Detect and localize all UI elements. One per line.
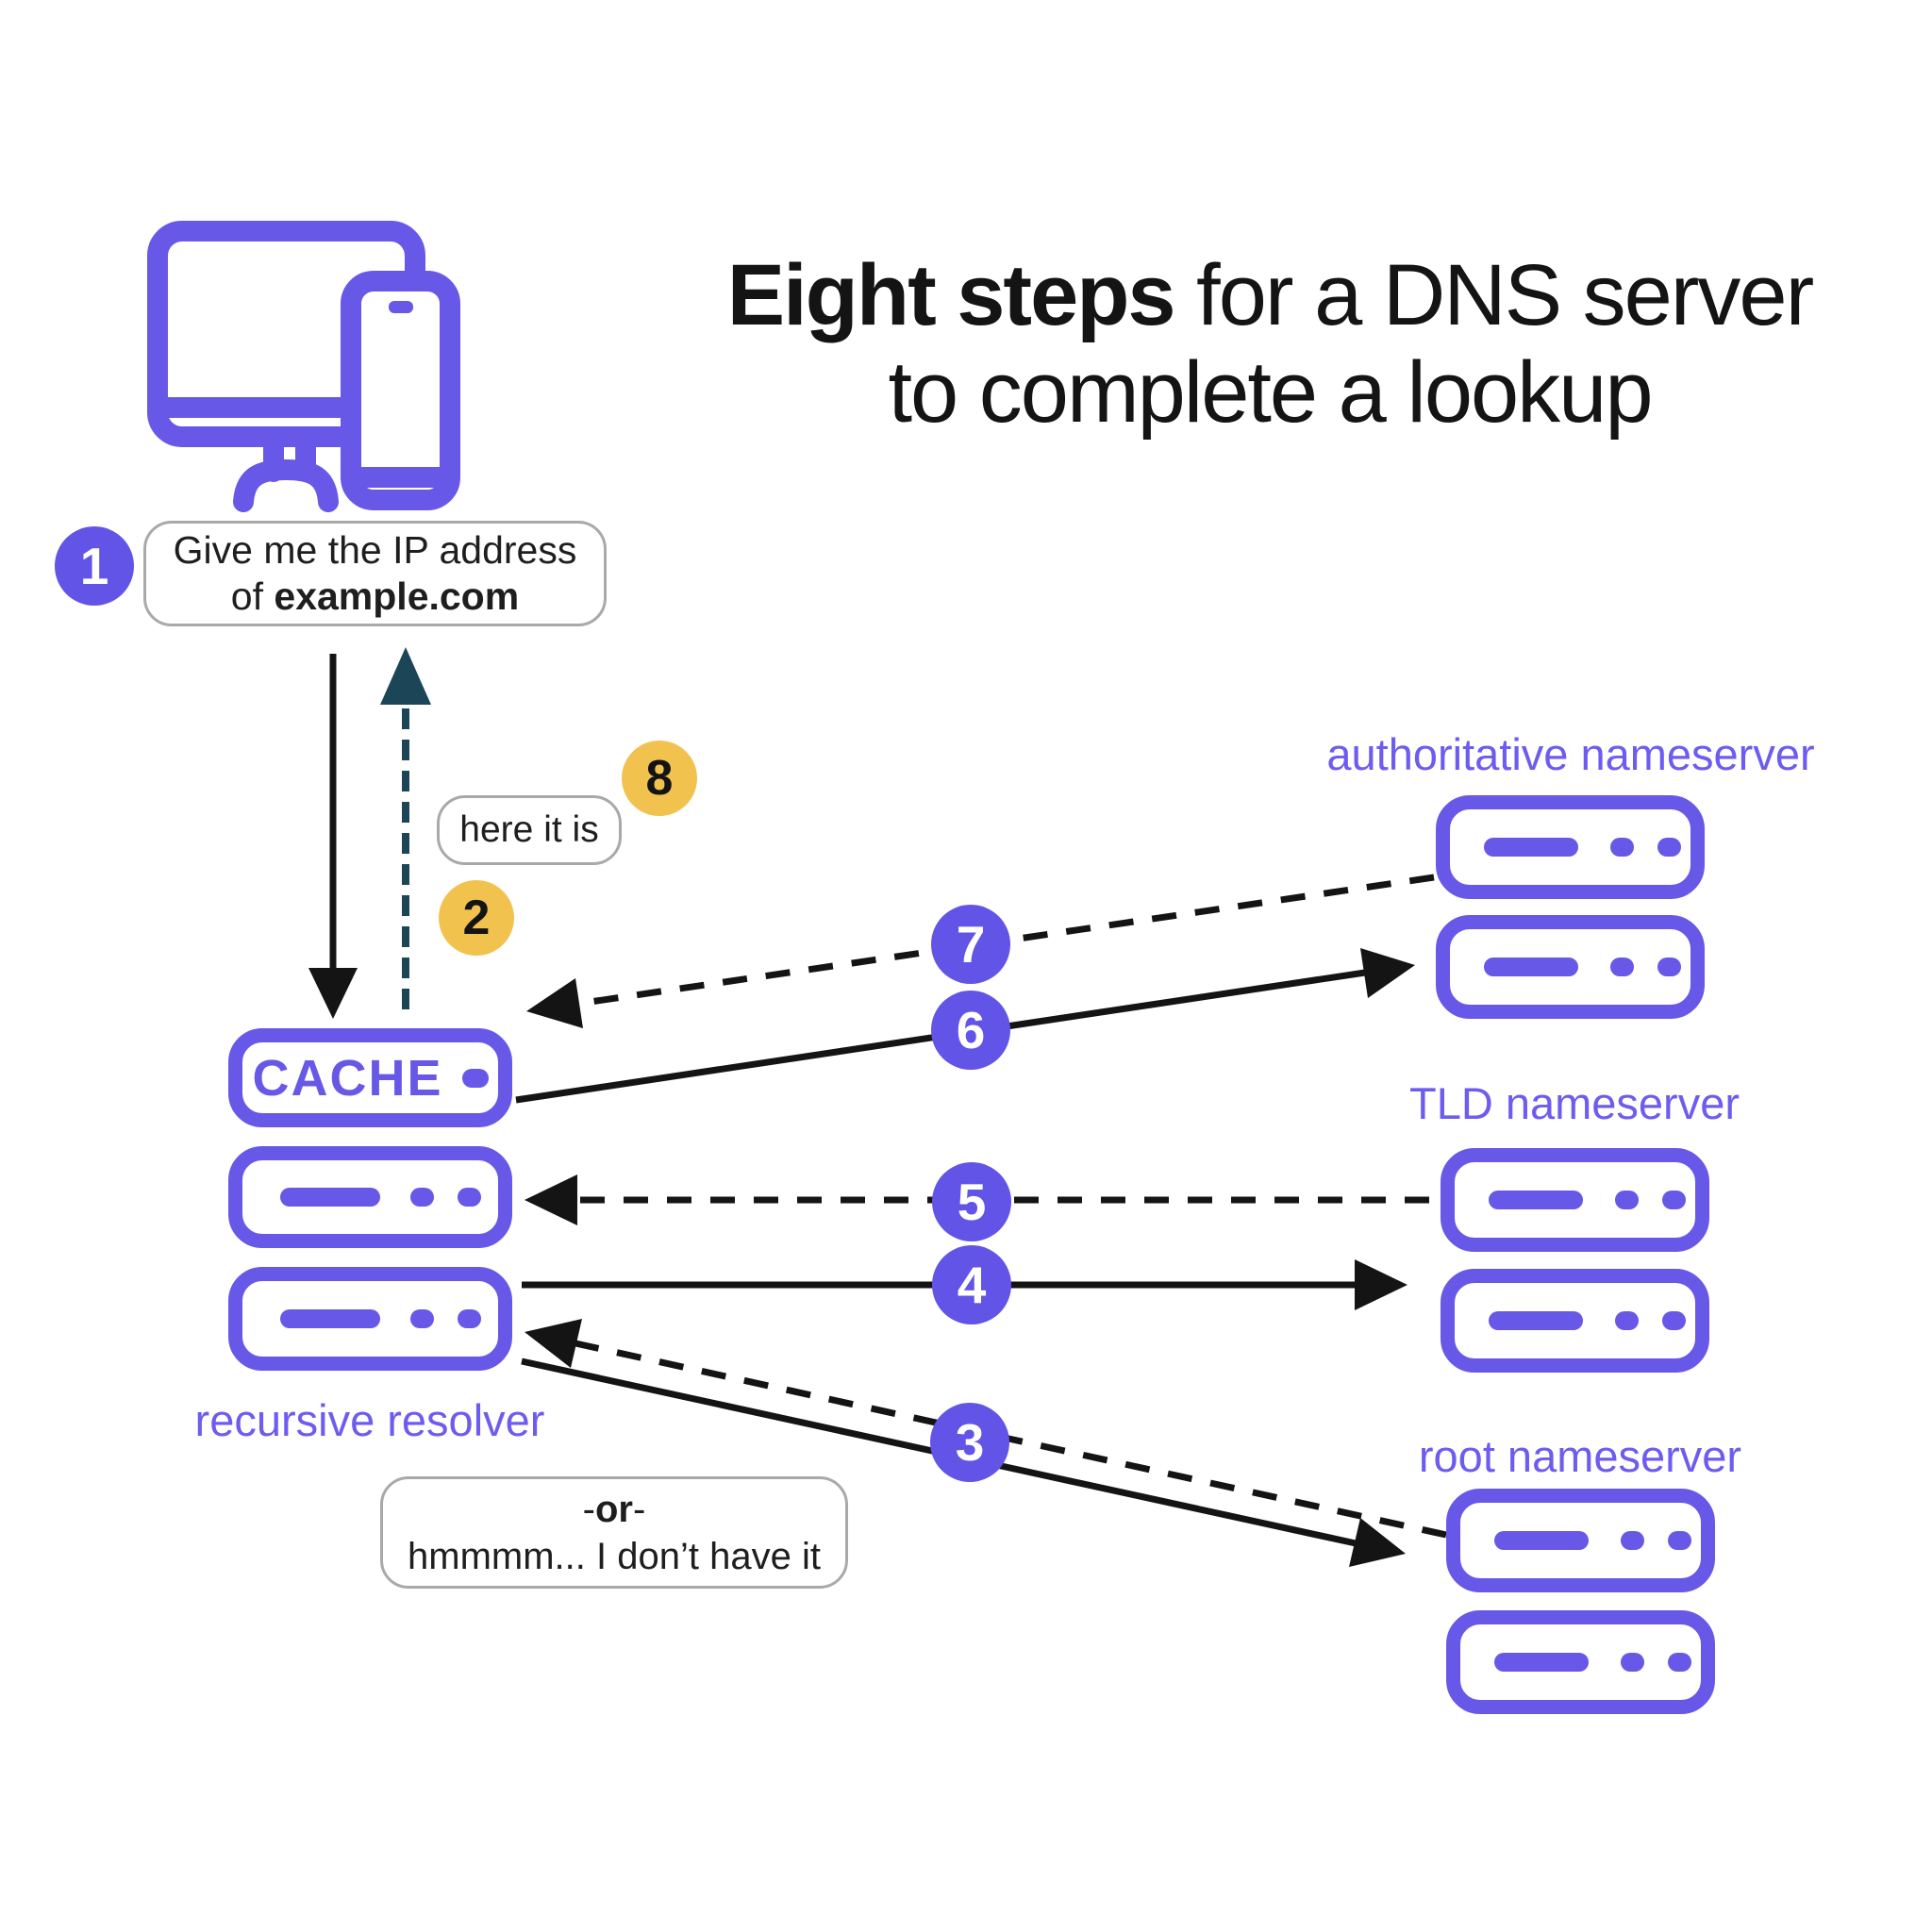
fallback-bubble: -or- hmmmm... I don’t have it [380,1476,848,1589]
root-server-icon-1 [1446,1489,1715,1592]
recursive-resolver-label: recursive resolver [194,1395,545,1445]
cache-label: CACHE [252,1049,443,1107]
step-badge-6: 6 [931,991,1010,1070]
arrow-step7-authoritative-response [526,874,1435,1028]
step-badge-5: 5 [932,1162,1011,1241]
title-line2: to complete a lookup [888,344,1654,441]
step-badge-4: 4 [932,1245,1011,1324]
tld-server-icon-2 [1441,1269,1709,1373]
tld-nameserver-label: TLD nameserver [1409,1078,1740,1128]
step-badge-2: 2 [439,880,514,956]
cache-indicator-dash [461,1068,489,1088]
request-bubble: Give me the IP address of example.com [143,521,607,626]
arrow-step5-tld-response [525,1174,1429,1225]
page-title: Eight steps for a DNS server to complete… [613,247,1926,441]
tld-server-icon-1 [1441,1148,1709,1252]
authoritative-server-icon-1 [1436,795,1705,899]
step-badge-8: 8 [622,741,697,816]
smartphone-icon [341,271,460,510]
arrow-step3-root-response [525,1319,1447,1539]
arrow-step8-response [380,647,431,1009]
cache-server-icon: CACHE [228,1028,512,1127]
authoritative-server-icon-2 [1436,915,1705,1019]
response-bubble: here it is [437,795,622,865]
step-badge-1: 1 [55,526,134,606]
authoritative-nameserver-label: authoritative nameserver [1326,729,1815,779]
title-line1: Eight steps for a DNS server [726,247,1814,343]
recursive-resolver-server-icon-1 [228,1146,512,1248]
root-nameserver-label: root nameserver [1418,1431,1742,1481]
recursive-resolver-server-icon-2 [228,1267,512,1371]
step-badge-7: 7 [931,905,1010,984]
root-server-icon-2 [1446,1610,1715,1714]
step-badge-3: 3 [930,1403,1009,1482]
arrow-step1-query [308,654,358,1019]
